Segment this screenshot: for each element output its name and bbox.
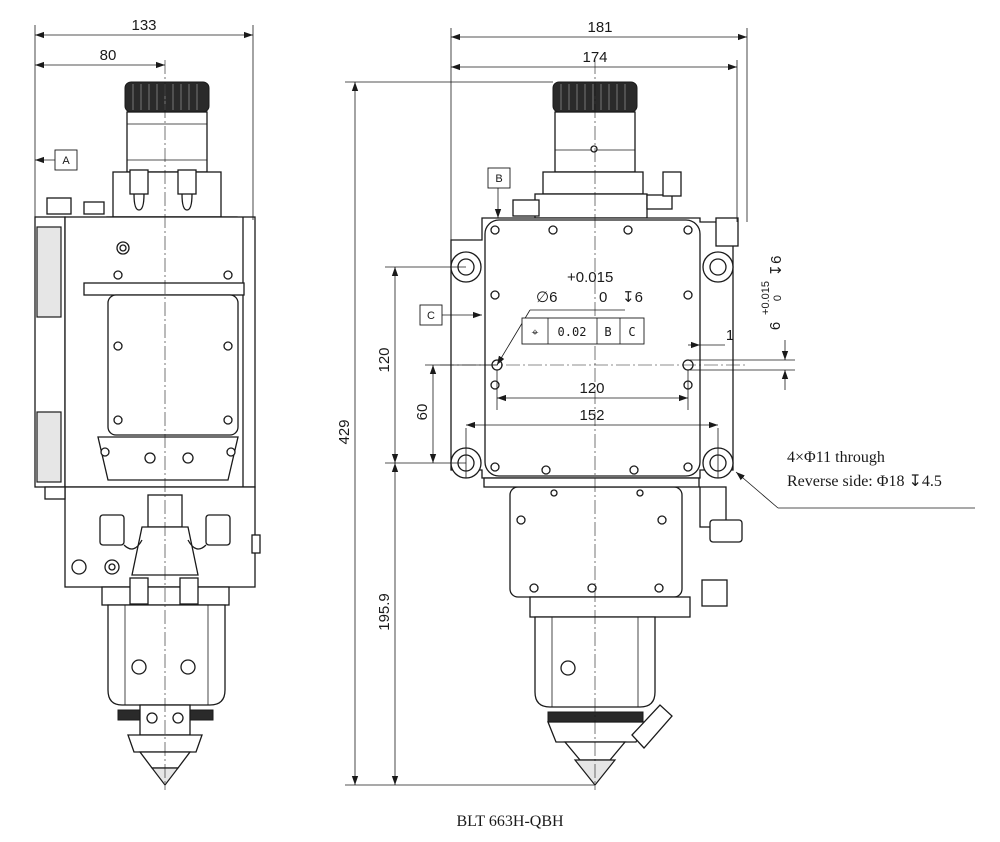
dim-plate-inner-horizontal: 120 bbox=[579, 380, 604, 397]
pin-side-upper: +0.015 bbox=[760, 281, 772, 315]
datum-b-box bbox=[487, 167, 511, 189]
pin-hole-depth: ↧6 bbox=[622, 289, 643, 306]
dim-offset: 1 bbox=[726, 327, 734, 344]
pin-side-nominal: 6 bbox=[767, 322, 784, 330]
dim-front-total-width: 181 bbox=[587, 19, 612, 36]
fcf-datum-c: C bbox=[628, 325, 635, 339]
fcf-value: 0.02 bbox=[558, 325, 587, 339]
pin-side-lower: 0 bbox=[772, 295, 784, 301]
datum-b-label: B bbox=[495, 173, 502, 185]
pin-hole-tol-lower: 0 bbox=[599, 289, 607, 306]
hole-note-line-1: 4×Φ11 through bbox=[787, 449, 885, 466]
dim-total-height: 429 bbox=[336, 419, 353, 444]
pin-hole-diameter: ∅6 bbox=[536, 289, 557, 306]
front-view-dimensions bbox=[345, 28, 975, 786]
model-caption: BLT 663H-QBH bbox=[456, 813, 564, 830]
hole-note-line-2: Reverse side: Φ18 ↧4.5 bbox=[787, 473, 942, 490]
datum-a-box bbox=[54, 149, 78, 171]
pin-side-depth: ↧6 bbox=[768, 256, 785, 277]
dim-plate-vertical: 120 bbox=[376, 347, 393, 372]
dim-side-axis-offset: 80 bbox=[100, 47, 117, 64]
datum-c-box bbox=[419, 304, 443, 326]
datum-a-label: A bbox=[62, 155, 70, 167]
dim-plate-horizontal: 152 bbox=[579, 407, 604, 424]
dim-lower-height: 195.9 bbox=[376, 593, 393, 631]
pin-hole-tol-upper: +0.015 bbox=[567, 269, 613, 286]
dim-front-inner-width: 174 bbox=[582, 49, 607, 66]
feature-control-frame bbox=[521, 317, 645, 345]
dim-side-width: 133 bbox=[131, 17, 156, 34]
datum-c-label: C bbox=[427, 310, 435, 322]
dim-plate-half: 60 bbox=[414, 404, 431, 421]
side-view bbox=[34, 81, 261, 786]
fcf-datum-b: B bbox=[604, 325, 611, 339]
fcf-position-symbol: ⌖ bbox=[532, 325, 539, 339]
side-view-dimensions bbox=[34, 25, 254, 220]
